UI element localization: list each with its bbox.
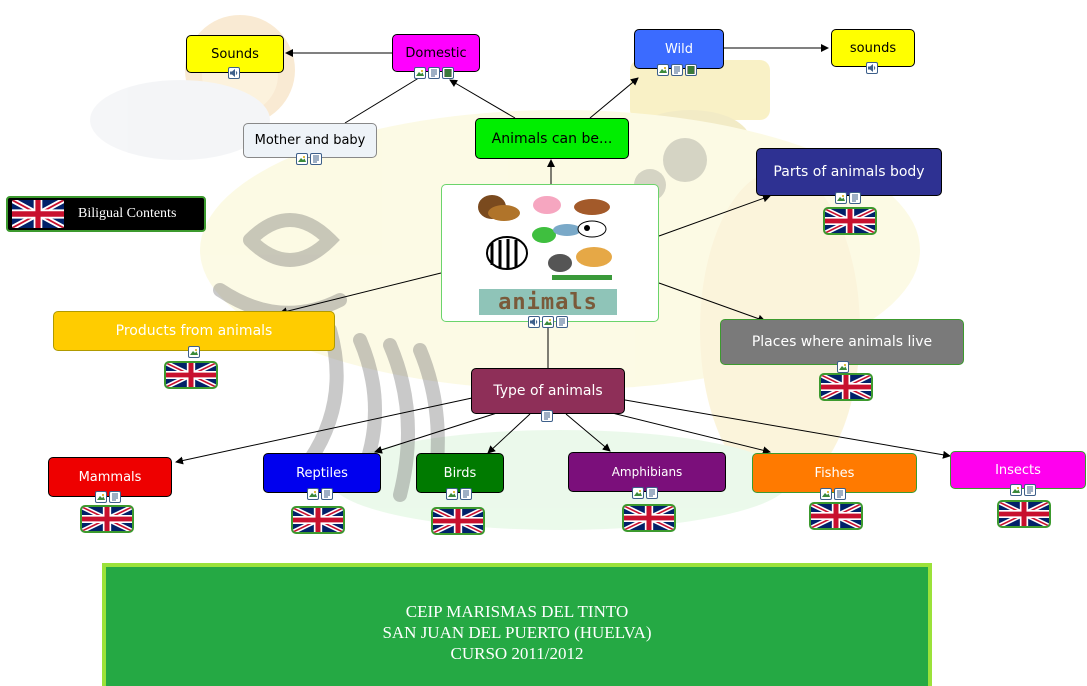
image-icon[interactable] <box>837 361 849 373</box>
document-icon[interactable] <box>646 487 658 499</box>
node-sounds-wild[interactable]: sounds <box>831 29 915 67</box>
image-icon[interactable] <box>657 64 669 76</box>
uk-flag-icon[interactable] <box>823 207 877 235</box>
node-mother-baby[interactable]: Mother and baby <box>243 123 377 158</box>
resource-icons <box>296 153 322 166</box>
node-sounds-domestic[interactable]: Sounds <box>186 35 284 73</box>
image-icon[interactable] <box>307 488 319 500</box>
resource-icons <box>528 316 568 329</box>
speaker-icon[interactable] <box>228 67 240 79</box>
resource-icons <box>95 491 121 504</box>
image-icon[interactable] <box>95 491 107 503</box>
node-parts-body[interactable]: Parts of animals body <box>756 148 942 196</box>
document-icon[interactable] <box>671 64 683 76</box>
uk-flag-icon[interactable] <box>164 361 218 389</box>
uk-flag-icon[interactable] <box>997 500 1051 528</box>
resource-icons <box>820 488 846 501</box>
document-icon[interactable] <box>556 316 568 328</box>
node-reptiles[interactable]: Reptiles <box>263 453 381 493</box>
uk-flag-icon[interactable] <box>809 502 863 530</box>
image-icon[interactable] <box>188 346 200 358</box>
node-type-of-animals[interactable]: Type of animals <box>471 368 625 414</box>
film-icon[interactable] <box>442 67 454 79</box>
film-icon[interactable] <box>685 64 697 76</box>
document-icon[interactable] <box>849 192 861 204</box>
image-icon[interactable] <box>820 488 832 500</box>
resource-icons <box>188 346 200 359</box>
image-icon[interactable] <box>1010 484 1022 496</box>
uk-flag-icon[interactable] <box>622 504 676 532</box>
speaker-icon[interactable] <box>528 316 540 328</box>
resource-icons <box>657 64 697 77</box>
resource-icons <box>541 410 553 423</box>
node-products[interactable]: Products from animals <box>53 311 335 351</box>
footer-line-1: CEIP MARISMAS DEL TINTO <box>405 602 629 621</box>
document-icon[interactable] <box>834 488 846 500</box>
uk-flag-icon[interactable] <box>291 506 345 534</box>
resource-icons <box>837 361 849 374</box>
node-mammals[interactable]: Mammals <box>48 457 172 497</box>
image-icon[interactable] <box>414 67 426 79</box>
bilingual-contents-button[interactable]: Biligual Contents <box>6 196 206 232</box>
image-icon[interactable] <box>835 192 847 204</box>
node-birds[interactable]: Birds <box>416 453 504 493</box>
document-icon[interactable] <box>321 488 333 500</box>
document-icon[interactable] <box>310 153 322 165</box>
resource-icons <box>866 62 878 75</box>
animals-word-label: animals <box>479 289 617 315</box>
node-amphibians[interactable]: Amphibians <box>568 452 726 492</box>
image-icon[interactable] <box>446 488 458 500</box>
school-footer: CEIP MARISMAS DEL TINTO SAN JUAN DEL PUE… <box>102 563 932 686</box>
uk-flag-icon <box>12 200 64 228</box>
resource-icons <box>307 488 333 501</box>
uk-flag-icon[interactable] <box>431 507 485 535</box>
resource-icons <box>414 67 454 80</box>
document-icon[interactable] <box>1024 484 1036 496</box>
node-places[interactable]: Places where animals live <box>720 319 964 365</box>
center-node-animals[interactable]: animals <box>441 184 659 322</box>
document-icon[interactable] <box>109 491 121 503</box>
node-insects[interactable]: Insects <box>950 451 1086 489</box>
footer-line-2: SAN JUAN DEL PUERTO (HUELVA) <box>382 623 652 642</box>
bilingual-label: Biligual Contents <box>78 206 177 221</box>
document-icon[interactable] <box>460 488 472 500</box>
resource-icons <box>228 67 240 80</box>
resource-icons <box>835 192 861 205</box>
footer-line-3: CURSO 2011/2012 <box>450 644 584 663</box>
uk-flag-icon[interactable] <box>80 505 134 533</box>
image-icon[interactable] <box>296 153 308 165</box>
image-icon[interactable] <box>542 316 554 328</box>
document-icon[interactable] <box>541 410 553 422</box>
document-icon[interactable] <box>428 67 440 79</box>
uk-flag-icon[interactable] <box>819 373 873 401</box>
resource-icons <box>1010 484 1036 497</box>
node-wild[interactable]: Wild <box>634 29 724 69</box>
speaker-icon[interactable] <box>866 62 878 74</box>
node-domestic[interactable]: Domestic <box>392 34 480 72</box>
node-animals-can-be[interactable]: Animals can be... <box>475 118 629 159</box>
animals-illustration <box>478 195 612 280</box>
resource-icons <box>446 488 472 501</box>
node-fishes[interactable]: Fishes <box>752 453 917 493</box>
resource-icons <box>632 487 658 500</box>
image-icon[interactable] <box>632 487 644 499</box>
